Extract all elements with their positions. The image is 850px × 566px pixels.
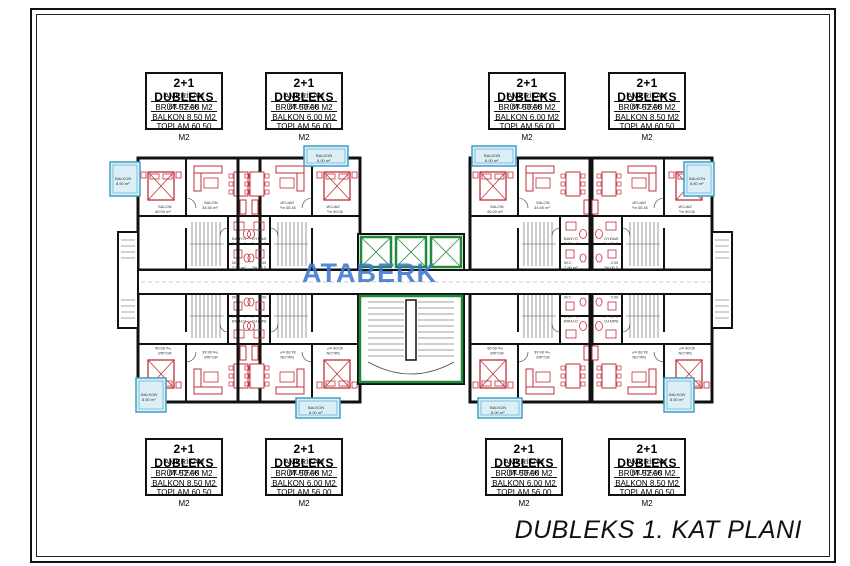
- unit-balcony-area: BALKON 6.00 M2: [271, 477, 337, 488]
- unit-kitchen: AMERİKAN MUTFAK: [164, 91, 204, 111]
- core-elevators: [357, 233, 465, 271]
- unit-gross-area: BRÜT 52.00 M2: [614, 467, 680, 479]
- unit-gross-area: BRÜT 52.00 M2: [614, 101, 680, 113]
- unit-balcony-area: BALKON 6.00 M2: [271, 111, 337, 122]
- unit-info-box: 2+1 DUBLEKS AMERİKAN MUTFAK BRÜT 52.00 M…: [145, 438, 223, 508]
- unit-kitchen: AMERİKAN MUTFAK: [507, 91, 547, 111]
- unit-type: 2+1 DUBLEKS: [274, 76, 334, 104]
- balcony-s-left: [295, 397, 341, 419]
- unit-type: 2+1 DUBLEKS: [617, 76, 677, 104]
- unit-info-box: 2+1 DUBLEKS AMERİKAN MUTFAK BRÜT 52.00 M…: [145, 72, 223, 142]
- balcony-sw: [135, 377, 167, 413]
- unit-kitchen: AMERİKAN MUTFAK: [284, 457, 324, 477]
- unit-total-area: TOPLAM 60.50 M2: [614, 486, 680, 508]
- unit-balcony-area: BALKON 8.50 M2: [614, 477, 680, 488]
- unit-kitchen: AMERİKAN MUTFAK: [627, 91, 667, 111]
- unit-gross-area: BRÜT 52.00 M2: [151, 101, 217, 113]
- unit-info-box: 2+1 DUBLEKS AMERİKAN MUTFAK BRÜT 50.00 M…: [265, 72, 343, 142]
- unit-info-box: 2+1 DUBLEKS AMERİKAN MUTFAK BRÜT 52.00 M…: [608, 72, 686, 142]
- balcony-n-left: [303, 145, 349, 167]
- plan-title: DUBLEKS 1. KAT PLANI: [514, 516, 802, 544]
- watermark-logo: ATABERK: [302, 258, 437, 288]
- drawing-border: [30, 8, 836, 563]
- unit-kitchen: AMERİKAN MUTFAK: [284, 91, 324, 111]
- stair-left: [117, 231, 139, 329]
- unit-gross-area: BRÜT 50.00 M2: [494, 101, 560, 113]
- unit-type: 2+1 DUBLEKS: [154, 442, 214, 470]
- unit-total-area: TOPLAM 60.50 M2: [614, 120, 680, 142]
- unit-top-right-a: [468, 156, 594, 272]
- unit-type: 2+1 DUBLEKS: [494, 442, 554, 470]
- unit-total-area: TOPLAM 56.00 M2: [271, 486, 337, 508]
- balcony-nw: [109, 161, 141, 197]
- unit-total-area: TOPLAM 56.00 M2: [491, 486, 557, 508]
- drawing-inner-border: [36, 14, 830, 557]
- unit-info-box: 2+1 DUBLEKS AMERİKAN MUTFAK BRÜT 50.00 M…: [265, 438, 343, 508]
- unit-type: 2+1 DUBLEKS: [497, 76, 557, 104]
- unit-gross-area: BRÜT 50.00 M2: [271, 101, 337, 113]
- unit-kitchen: AMERİKAN MUTFAK: [504, 457, 544, 477]
- unit-balcony-area: BALKON 6.00 M2: [494, 111, 560, 122]
- stair-right: [711, 231, 733, 329]
- unit-total-area: TOPLAM 60.50 M2: [151, 486, 217, 508]
- balcony-ne: [683, 161, 715, 197]
- unit-type: 2+1 DUBLEKS: [617, 442, 677, 470]
- unit-balcony-area: BALKON 8.50 M2: [151, 111, 217, 122]
- unit-gross-area: BRÜT 52.00 M2: [151, 467, 217, 479]
- unit-type: 2+1 DUBLEKS: [274, 442, 334, 470]
- unit-total-area: TOPLAM 56.00 M2: [271, 120, 337, 142]
- balcony-se: [663, 377, 695, 413]
- balcony-s-right: [477, 397, 523, 419]
- unit-balcony-area: BALKON 8.50 M2: [151, 477, 217, 488]
- unit-kitchen: AMERİKAN MUTFAK: [627, 457, 667, 477]
- unit-balcony-area: BALKON 6.00 M2: [491, 477, 557, 488]
- unit-kitchen: AMERİKAN MUTFAK: [164, 457, 204, 477]
- unit-bottom-right-a: [468, 288, 594, 404]
- unit-total-area: TOPLAM 56.00 M2: [494, 120, 560, 142]
- unit-gross-area: BRÜT 50.00 M2: [491, 467, 557, 479]
- balcony-n-right: [471, 145, 517, 167]
- core-stairs: [357, 293, 465, 385]
- unit-total-area: TOPLAM 60.50 M2: [151, 120, 217, 142]
- unit-info-box: 2+1 DUBLEKS AMERİKAN MUTFAK BRÜT 50.00 M…: [485, 438, 563, 508]
- unit-info-box: 2+1 DUBLEKS AMERİKAN MUTFAK BRÜT 52.00 M…: [608, 438, 686, 508]
- unit-info-box: 2+1 DUBLEKS AMERİKAN MUTFAK BRÜT 50.00 M…: [488, 72, 566, 142]
- unit-balcony-area: BALKON 8.50 M2: [614, 111, 680, 122]
- unit-gross-area: BRÜT 50.00 M2: [271, 467, 337, 479]
- unit-type: 2+1 DUBLEKS: [154, 76, 214, 104]
